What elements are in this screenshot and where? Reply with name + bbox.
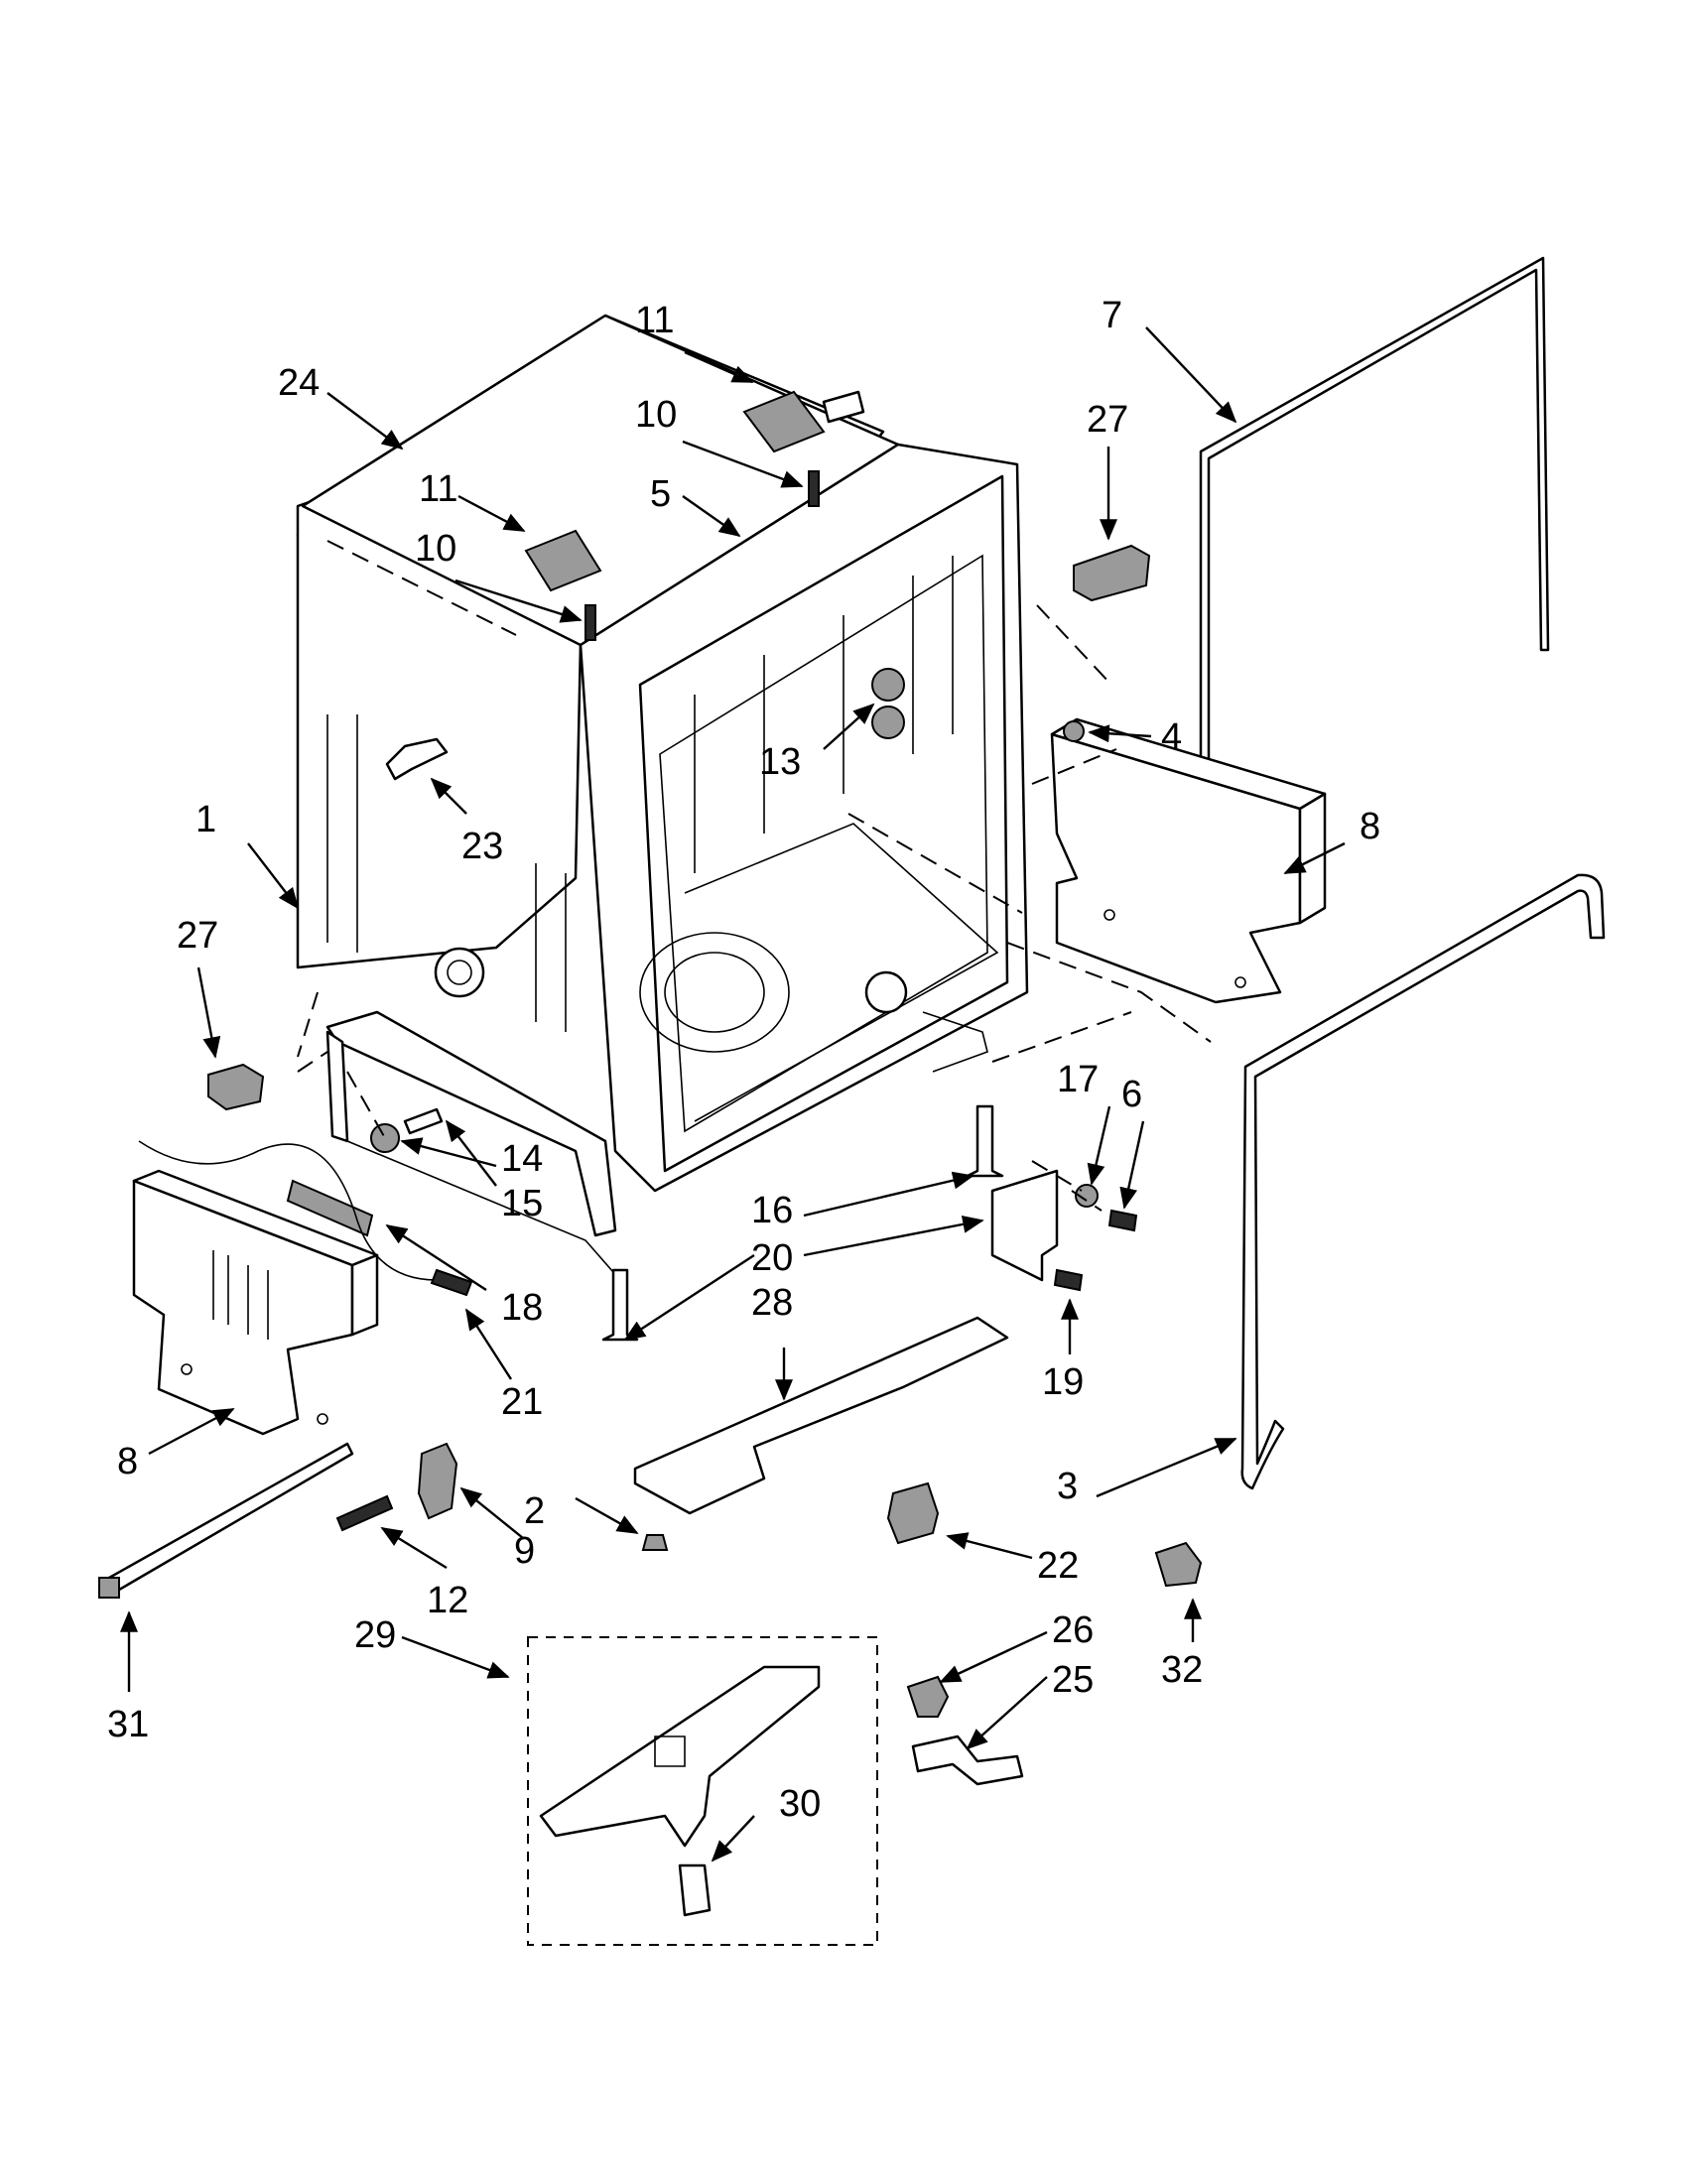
- leader-lines: [120, 326, 1346, 1863]
- callout-32: 32: [1161, 1649, 1203, 1691]
- callout-27-upper: 27: [1087, 399, 1128, 441]
- bearing-9: [417, 1442, 458, 1520]
- plug: [1063, 720, 1085, 742]
- callout-19: 19: [1042, 1361, 1084, 1403]
- bracket-20: [990, 1169, 1059, 1282]
- fastener-2: [641, 1534, 669, 1551]
- callout-18: 18: [501, 1287, 543, 1329]
- stop-block-top: [1073, 544, 1151, 602]
- cable-tie: [107, 1442, 354, 1595]
- callout-10-upper: 10: [635, 394, 677, 436]
- callout-13: 13: [759, 741, 801, 783]
- roller-1: [871, 668, 905, 702]
- callout-29: 29: [354, 1614, 396, 1656]
- valve-30: [678, 1863, 712, 1917]
- callout-8-upper: 8: [1360, 806, 1380, 847]
- callout-23: 23: [461, 826, 503, 867]
- tub-clip: [822, 390, 865, 424]
- callout-labels: 24 11 10 11 10 5 7 27 4 13 8 23 1 27 14 …: [107, 295, 1380, 1825]
- callout-20: 20: [751, 1237, 793, 1279]
- screw-6: [1107, 1209, 1138, 1232]
- callout-11-upper: 11: [635, 300, 674, 341]
- bushing-15: [370, 1123, 400, 1153]
- callout-21: 21: [501, 1381, 543, 1423]
- callout-10-lower: 10: [415, 528, 456, 570]
- callout-6: 6: [1121, 1074, 1142, 1115]
- callout-16-upper: 16: [751, 1190, 793, 1231]
- door-gasket: [1199, 256, 1550, 835]
- callout-31: 31: [107, 1704, 149, 1745]
- callout-17: 17: [1057, 1059, 1099, 1100]
- bracket-lower: [524, 529, 602, 592]
- callout-22: 22: [1037, 1545, 1079, 1587]
- callout-3: 3: [1057, 1466, 1078, 1507]
- tub-gasket: [1240, 873, 1606, 1490]
- callout-2: 2: [524, 1490, 545, 1532]
- leveling-leg-left: [601, 1268, 639, 1342]
- callout-5: 5: [650, 473, 671, 515]
- push-pin: [385, 737, 449, 781]
- callout-8-lower: 8: [117, 1441, 138, 1482]
- screw-upper: [808, 470, 820, 507]
- callout-24: 24: [278, 362, 320, 404]
- callout-1: 1: [195, 799, 216, 840]
- bracket-upper: [742, 390, 826, 453]
- connector: [430, 1268, 473, 1297]
- callout-15: 15: [501, 1183, 543, 1224]
- callout-25: 25: [1052, 1659, 1094, 1701]
- callout-26: 26: [1052, 1609, 1094, 1651]
- callout-12: 12: [427, 1580, 468, 1621]
- stop-block-left: [207, 1063, 265, 1111]
- tub-assembly: [296, 314, 1029, 1281]
- callout-28: 28: [751, 1282, 793, 1324]
- screw-19: [1053, 1268, 1084, 1292]
- screw-14: [403, 1107, 444, 1135]
- manifold-29: [539, 1665, 821, 1848]
- callout-30: 30: [779, 1783, 821, 1825]
- screw-12: [335, 1494, 394, 1532]
- callout-14: 14: [501, 1138, 543, 1180]
- clip-32: [1154, 1541, 1203, 1588]
- spring: [286, 1179, 374, 1237]
- screw-lower: [584, 604, 596, 641]
- bracket-25: [911, 1734, 1024, 1786]
- leveling-leg-right: [966, 1104, 1004, 1178]
- callout-7: 7: [1102, 295, 1122, 336]
- toe-panel-right: [1050, 717, 1327, 1004]
- toe-panel-left: [132, 1169, 379, 1436]
- callout-9: 9: [514, 1530, 535, 1572]
- callout-11-lower: 11: [419, 468, 457, 510]
- callout-27-lower: 27: [177, 915, 218, 957]
- assembly-boundary-29: [527, 1636, 878, 1946]
- callout-4: 4: [1161, 716, 1182, 758]
- assembly-guide-lines: [297, 604, 1212, 1212]
- shield-28: [633, 1316, 1009, 1515]
- cable-tie-head: [98, 1577, 120, 1599]
- switch-22: [886, 1481, 940, 1545]
- roller-2: [871, 706, 905, 739]
- power-cord: [138, 1140, 438, 1281]
- cap-26: [906, 1675, 950, 1718]
